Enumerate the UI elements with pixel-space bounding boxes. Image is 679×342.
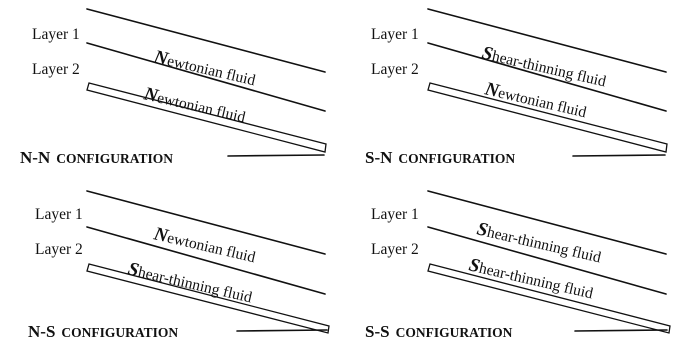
- panel-s-n: Layer 1 Layer 2 Shear-thinning fluid New…: [365, 8, 668, 167]
- layer-1-label: Layer 1: [371, 26, 419, 43]
- configuration-pointer-line: [227, 154, 325, 157]
- inclined-wall: [427, 82, 668, 153]
- upper-fluid-label: Shear-thinning fluid: [475, 218, 604, 267]
- layer-1-label: Layer 1: [35, 206, 83, 223]
- layer-2-label: Layer 2: [32, 61, 80, 78]
- inclined-wall: [86, 82, 327, 153]
- configuration-pointer-line: [574, 329, 668, 332]
- inclined-wall: [427, 263, 671, 334]
- layer-2-label: Layer 2: [371, 61, 419, 78]
- panel-n-n: Layer 1 Layer 2 Newtonian fluid Newtonia…: [20, 8, 327, 167]
- panel-n-s: Layer 1 Layer 2 Newtonian fluid Shear-th…: [28, 190, 330, 341]
- panel-s-s: Layer 1 Layer 2 Shear-thinning fluid She…: [365, 190, 671, 341]
- inclined-wall: [86, 263, 330, 334]
- free-surface-line: [427, 190, 667, 255]
- free-surface-line: [86, 8, 326, 73]
- layer-1-label: Layer 1: [371, 206, 419, 223]
- interface-line: [427, 226, 667, 295]
- layer-2-label: Layer 2: [35, 241, 83, 258]
- interface-line: [86, 226, 326, 295]
- lower-fluid-label: Newtonian fluid: [141, 83, 248, 127]
- interface-line: [427, 42, 667, 112]
- layer-2-label: Layer 2: [371, 241, 419, 258]
- layer-1-label: Layer 1: [32, 26, 80, 43]
- free-surface-line: [427, 8, 667, 73]
- configuration-pointer-line: [236, 329, 328, 332]
- free-surface-line: [86, 190, 326, 255]
- upper-fluid-label: Newtonian fluid: [151, 46, 258, 90]
- interface-line: [86, 42, 326, 112]
- configuration-pointer-line: [572, 154, 666, 157]
